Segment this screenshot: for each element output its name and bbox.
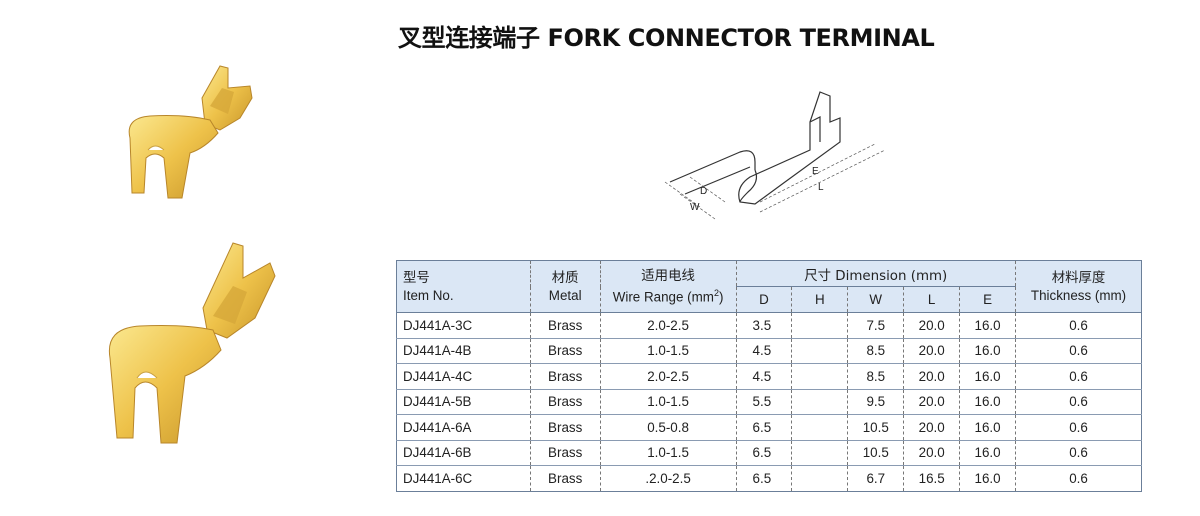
cell-h <box>791 414 849 441</box>
cell-wire-range: 2.0-2.5 <box>599 312 737 339</box>
cell-metal: Brass <box>529 440 601 466</box>
cell-item-no: DJ441A-6A <box>396 414 531 441</box>
dimension-label-d: D <box>700 186 707 197</box>
cell-thickness: 0.6 <box>1015 465 1142 492</box>
cell-h <box>791 465 849 492</box>
header-l: L <box>903 286 961 313</box>
header-thickness: 材料厚度 Thickness (mm) <box>1015 260 1142 313</box>
cell-wire-range: 0.5-0.8 <box>599 414 737 441</box>
cell-thickness: 0.6 <box>1015 338 1142 364</box>
cell-item-no: DJ441A-4C <box>396 363 531 390</box>
cell-e: 16.0 <box>959 465 1017 492</box>
cell-l: 20.0 <box>903 338 961 364</box>
cell-thickness: 0.6 <box>1015 414 1142 441</box>
header-h: H <box>791 286 849 313</box>
cell-wire-range: 1.0-1.5 <box>599 440 737 466</box>
cell-h <box>791 338 849 364</box>
cell-w: 8.5 <box>847 363 905 390</box>
cell-thickness: 0.6 <box>1015 363 1142 390</box>
fork-terminal-image <box>128 65 253 199</box>
cell-l: 20.0 <box>903 312 961 339</box>
cell-d: 3.5 <box>735 312 793 339</box>
cell-d: 5.5 <box>735 389 793 415</box>
page-title: 叉型连接端子 FORK CONNECTOR TERMINAL <box>398 24 935 52</box>
dimension-label-l: L <box>818 182 824 193</box>
cell-d: 6.5 <box>735 440 793 466</box>
cell-h <box>791 440 849 466</box>
header-e: E <box>959 286 1017 313</box>
cell-l: 20.0 <box>903 389 961 415</box>
cell-d: 6.5 <box>735 465 793 492</box>
cell-w: 6.7 <box>847 465 905 492</box>
cell-wire-range: .2.0-2.5 <box>599 465 737 492</box>
dimension-label-w: W <box>690 202 700 213</box>
cell-h <box>791 389 849 415</box>
cell-w: 7.5 <box>847 312 905 339</box>
cell-e: 16.0 <box>959 389 1017 415</box>
cell-item-no: DJ441A-5B <box>396 389 531 415</box>
cell-l: 20.0 <box>903 414 961 441</box>
cell-metal: Brass <box>529 338 601 364</box>
cell-thickness: 0.6 <box>1015 389 1142 415</box>
cell-wire-range: 1.0-1.5 <box>599 338 737 364</box>
cell-d: 4.5 <box>735 363 793 390</box>
header-item-no: 型号 Item No. <box>396 260 531 313</box>
cell-h <box>791 312 849 339</box>
cell-metal: Brass <box>529 312 601 339</box>
cell-item-no: DJ441A-6B <box>396 440 531 466</box>
header-dimension: 尺寸 Dimension (mm) <box>735 260 1017 287</box>
cell-item-no: DJ441A-6C <box>396 465 531 492</box>
table-header-row: 型号 Item No. 材质 Metal 适用电线 Wire Range (mm… <box>396 260 1142 313</box>
cell-metal: Brass <box>529 363 601 390</box>
cell-thickness: 0.6 <box>1015 312 1142 339</box>
fork-terminal-image <box>108 242 276 444</box>
cell-e: 16.0 <box>959 338 1017 364</box>
cell-w: 10.5 <box>847 440 905 466</box>
fork-terminal-drawing: D W E L <box>664 91 886 220</box>
cell-e: 16.0 <box>959 440 1017 466</box>
cell-h <box>791 363 849 390</box>
cell-e: 16.0 <box>959 363 1017 390</box>
header-wire-range: 适用电线 Wire Range (mm2) <box>599 260 737 313</box>
cell-e: 16.0 <box>959 414 1017 441</box>
cell-w: 8.5 <box>847 338 905 364</box>
cell-metal: Brass <box>529 389 601 415</box>
cell-thickness: 0.6 <box>1015 440 1142 466</box>
cell-d: 6.5 <box>735 414 793 441</box>
cell-wire-range: 1.0-1.5 <box>599 389 737 415</box>
dimension-label-e: E <box>812 166 819 177</box>
cell-l: 20.0 <box>903 440 961 466</box>
cell-item-no: DJ441A-3C <box>396 312 531 339</box>
cell-item-no: DJ441A-4B <box>396 338 531 364</box>
cell-l: 16.5 <box>903 465 961 492</box>
header-metal: 材质 Metal <box>529 260 601 313</box>
cell-w: 10.5 <box>847 414 905 441</box>
header-w: W <box>847 286 905 313</box>
cell-d: 4.5 <box>735 338 793 364</box>
cell-wire-range: 2.0-2.5 <box>599 363 737 390</box>
cell-metal: Brass <box>529 414 601 441</box>
table-subheader-row: D H W L E <box>397 286 1142 313</box>
header-d: D <box>735 286 793 313</box>
cell-w: 9.5 <box>847 389 905 415</box>
cell-l: 20.0 <box>903 363 961 390</box>
cell-e: 16.0 <box>959 312 1017 339</box>
spec-table: 型号 Item No. 材质 Metal 适用电线 Wire Range (mm… <box>396 260 1142 492</box>
cell-metal: Brass <box>529 465 601 492</box>
